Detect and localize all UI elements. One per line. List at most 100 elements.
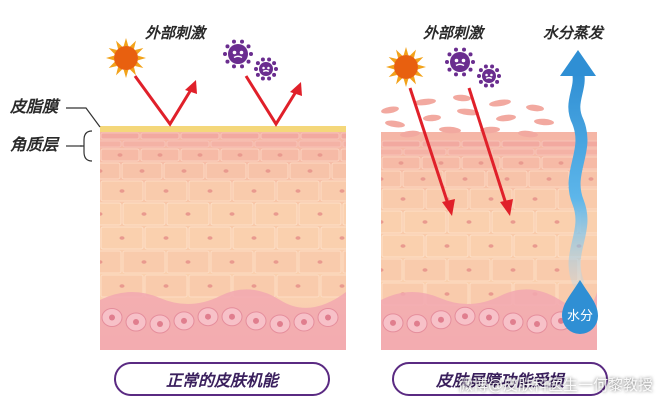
germ-icon [254,57,278,81]
skin-flake [526,104,544,112]
water-drop-label: 水分 [567,309,593,324]
cell-nucleus [157,320,163,327]
germ-icon [223,39,253,69]
cell-nucleus [251,236,257,240]
cell-nucleus [466,220,472,224]
cell-nucleus [350,169,355,173]
cell-nucleus [317,212,323,216]
skin-cell [501,140,541,148]
skin-cell [100,132,140,140]
skin-flake [480,126,500,134]
germ-icon [445,47,475,77]
cell-nucleus [277,320,283,327]
water-evaporation-label: 水分蒸发 [543,24,605,42]
cell-nucleus [141,212,147,216]
skin-cells-damaged [381,140,604,306]
sebum-film-pointer [66,107,101,128]
cell-nucleus [117,153,123,157]
skin-cell [254,140,298,148]
cell-nucleus [599,161,604,165]
skin-cell [166,140,210,148]
skin-cell [122,140,166,148]
external-stimulus-label-left: 外部刺激 [144,24,208,42]
skin-cell [381,170,402,188]
cell-nucleus [478,161,484,165]
cell-nucleus [100,169,103,173]
skin-cell [100,202,122,226]
cell-nucleus [358,153,363,157]
sebum-film-label: 皮脂膜 [9,97,61,116]
cell-nucleus [307,169,313,173]
cell-nucleus [207,189,213,193]
skin-cells-normal [100,132,367,298]
cell-nucleus [205,313,211,320]
cell-nucleus [554,268,560,272]
germ-icon [477,64,501,88]
cell-nucleus [422,268,428,272]
cell-nucleus [546,177,552,181]
skin-cell [535,148,579,156]
skin-cell [180,132,220,140]
skin-cell [381,210,403,234]
skin-cell [320,180,346,202]
skin-cell [340,148,346,162]
cell-nucleus [317,153,323,157]
cell-nucleus [504,177,510,181]
reflect-arrow-icon [133,75,197,127]
cell-nucleus [253,317,259,324]
cell-nucleus [295,284,301,288]
sebum-film-layer [100,126,346,132]
cell-nucleus [462,313,468,320]
cell-nucleus [251,284,257,288]
penetrate-arrow-icon [408,87,455,216]
penetrate-arrow-icon [467,87,513,216]
cell-nucleus [362,212,367,216]
skin-cell [342,250,346,274]
cell-nucleus [510,220,516,224]
cell-nucleus [223,169,229,173]
cell-nucleus [100,212,103,216]
cell-nucleus [400,197,406,201]
cell-nucleus [119,236,125,240]
skin-flake [439,126,461,134]
skin-flake [496,114,516,122]
cell-nucleus [398,161,404,165]
cell-nucleus [390,319,396,326]
cell-nucleus [185,212,191,216]
cell-nucleus [325,314,331,321]
cell-nucleus [599,268,604,272]
watermark: 微博@皮肤科医生一何黎教授 [457,376,653,394]
skin-cell [381,148,403,156]
cell-nucleus [237,153,243,157]
cell-nucleus [381,268,384,272]
cell-nucleus [588,177,594,181]
cell-nucleus [229,260,235,264]
cell-nucleus [181,317,187,324]
basal-cells-normal [101,307,339,334]
cell-nucleus [229,313,235,320]
cell-nucleus [229,212,235,216]
skin-cell [403,148,447,156]
cell-nucleus [510,268,516,272]
skin-cell [447,148,491,156]
skin-cell [342,202,346,226]
skin-flake [423,114,441,122]
reflect-arrow-icon [244,75,302,127]
cell-nucleus [251,189,257,193]
cell-nucleus [438,161,444,165]
cell-nucleus [197,153,203,157]
skin-cell [461,140,501,148]
normal-skin-panel [100,126,367,350]
cell-nucleus [532,244,538,248]
cell-nucleus [444,244,450,248]
cell-nucleus [599,220,604,224]
skin-cell [220,132,260,140]
cell-nucleus [339,284,345,288]
cell-nucleus [157,153,163,157]
cell-nucleus [265,169,271,173]
cell-nucleus [488,197,494,201]
cell-nucleus [558,161,564,165]
skin-cell [342,140,346,148]
caption-damaged: 皮肤屏障功能受损 [392,362,608,396]
